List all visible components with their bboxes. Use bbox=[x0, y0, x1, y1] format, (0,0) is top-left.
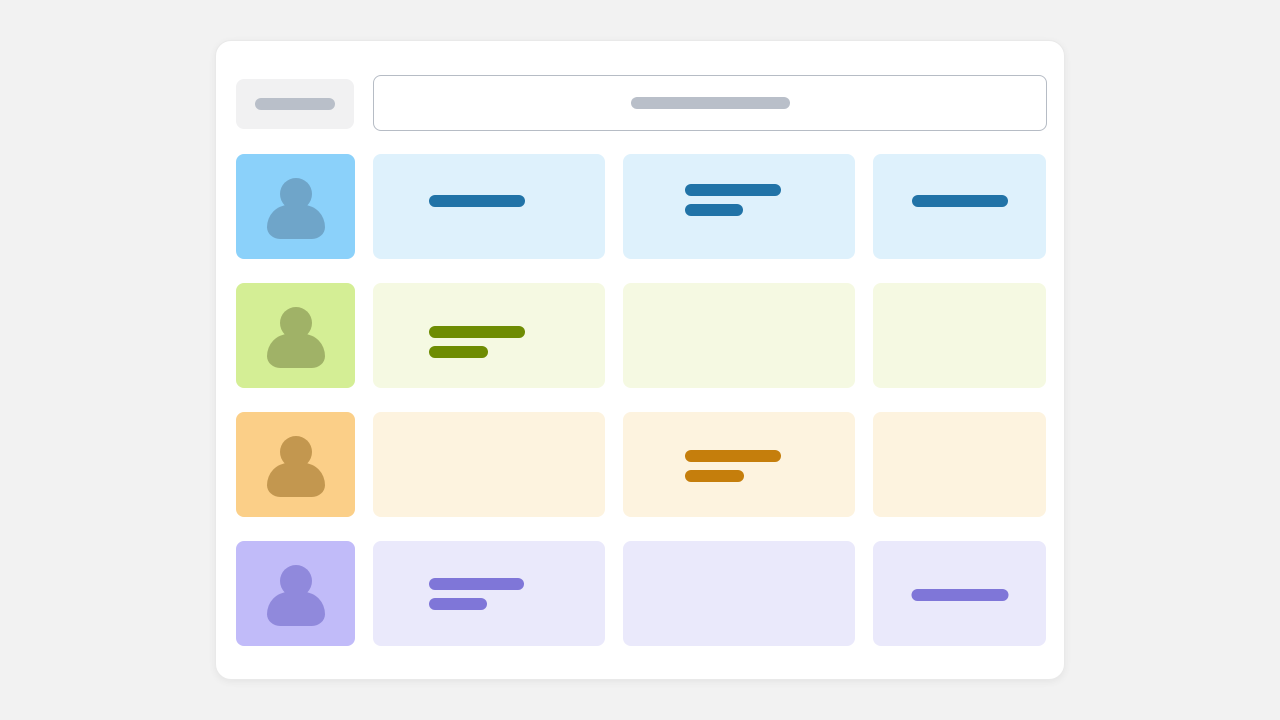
contact-row-green-card-3[interactable] bbox=[873, 283, 1046, 388]
person-icon bbox=[266, 436, 325, 497]
text-line-skeleton-bar bbox=[685, 184, 781, 196]
contacts-grid bbox=[236, 154, 1046, 646]
text-line-skeleton-bar bbox=[685, 204, 743, 216]
text-line-skeleton-bar bbox=[429, 598, 487, 610]
contact-row-blue-card-1[interactable] bbox=[373, 154, 605, 259]
contact-row-blue-card-2[interactable] bbox=[623, 154, 855, 259]
text-line-skeleton-bar bbox=[429, 346, 488, 358]
text-line-skeleton-bar bbox=[911, 195, 1008, 207]
contact-row-green-card-1[interactable] bbox=[373, 283, 605, 388]
contact-row-orange-card-3[interactable] bbox=[873, 412, 1046, 517]
text-line-skeleton-bar bbox=[429, 326, 525, 338]
contact-row-green-card-2[interactable] bbox=[623, 283, 855, 388]
text-line-skeleton-bar bbox=[429, 195, 525, 207]
contact-row-blue-avatar-tile[interactable] bbox=[236, 154, 355, 259]
text-line-skeleton-bar bbox=[429, 578, 524, 590]
contact-row-purple-avatar-tile[interactable] bbox=[236, 541, 355, 646]
contact-row-orange-card-2[interactable] bbox=[623, 412, 855, 517]
search-input[interactable] bbox=[373, 75, 1047, 131]
app-panel bbox=[215, 40, 1065, 680]
contact-row-orange-avatar-tile[interactable] bbox=[236, 412, 355, 517]
contact-row-blue-card-3[interactable] bbox=[873, 154, 1046, 259]
contact-row-purple-card-1[interactable] bbox=[373, 541, 605, 646]
text-line-skeleton-bar bbox=[685, 450, 781, 462]
text-line-skeleton-bar bbox=[685, 470, 744, 482]
button-label-skeleton-bar bbox=[255, 98, 335, 110]
person-icon bbox=[266, 307, 325, 368]
person-icon bbox=[266, 178, 325, 239]
toolbar-button[interactable] bbox=[236, 79, 354, 129]
contact-row-orange-card-1[interactable] bbox=[373, 412, 605, 517]
person-icon bbox=[266, 565, 325, 626]
text-line-skeleton-bar bbox=[911, 589, 1008, 601]
contact-row-green-avatar-tile[interactable] bbox=[236, 283, 355, 388]
contact-row-purple-card-2[interactable] bbox=[623, 541, 855, 646]
search-placeholder-skeleton-bar bbox=[630, 97, 790, 109]
contact-row-purple-card-3[interactable] bbox=[873, 541, 1046, 646]
